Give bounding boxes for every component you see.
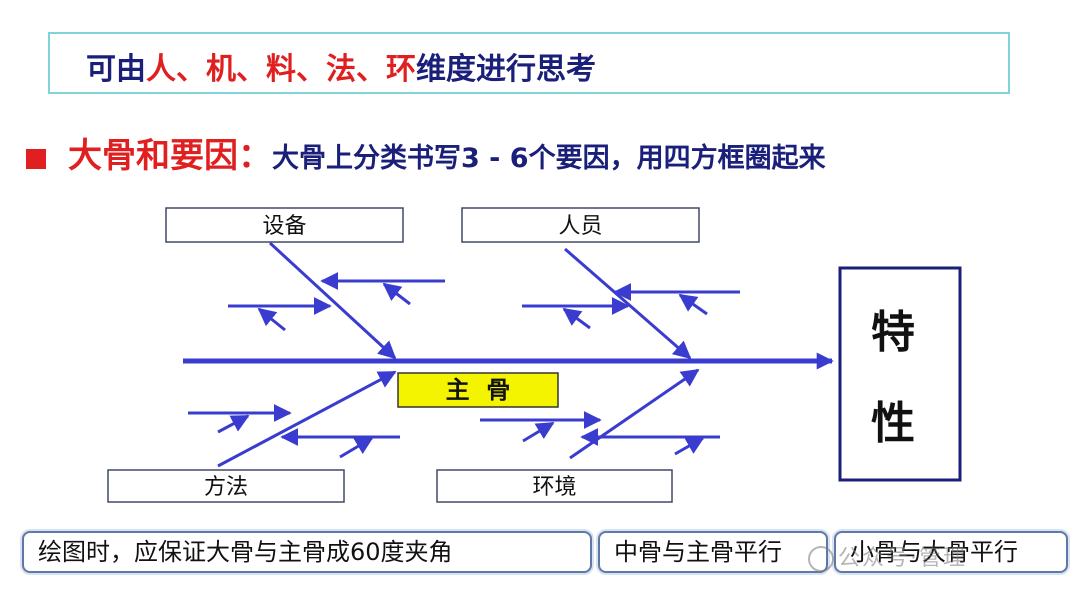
header-item-people: 人	[146, 52, 176, 87]
subtitle-label: 大骨和要因：	[68, 136, 272, 176]
small-bones	[217, 282, 708, 459]
note-text: 绘图时，应保证大骨与主骨成60度夹角	[38, 538, 453, 566]
header-sep: 、	[356, 52, 386, 87]
category-label-method: 方法	[204, 475, 248, 500]
main-bone-label: 主 骨	[446, 376, 511, 404]
small-bone	[339, 436, 374, 459]
note-angle-rule: 绘图时，应保证大骨与主骨成60度夹角	[22, 531, 592, 573]
header-item-environment: 环	[386, 52, 416, 87]
header-prefix: 可由	[86, 52, 146, 87]
header-item-method: 法	[326, 52, 356, 87]
watermark-text: 公众号·管理	[838, 546, 967, 571]
header-box: 可由人、机、料、法、环维度进行思考	[48, 32, 1010, 94]
category-box-environment	[436, 469, 673, 503]
bullet-square-icon	[26, 148, 46, 169]
category-box-personnel	[461, 207, 700, 243]
big-bone-bottom-left	[217, 370, 397, 468]
effect-label-line2: 性	[871, 398, 915, 449]
category-box-equipment	[165, 207, 404, 243]
small-bone	[678, 293, 708, 316]
small-bone	[674, 436, 705, 456]
middle-bones	[188, 272, 740, 446]
effect-label-line1: 特	[871, 307, 915, 358]
header-item-machine: 机	[206, 52, 236, 87]
watermark: 公众号·管理	[808, 540, 967, 572]
big-bones	[217, 241, 700, 468]
header-suffix: 维度进行思考	[416, 52, 596, 87]
small-bone	[257, 307, 286, 332]
header-text: 可由人、机、料、法、环维度进行思考	[86, 44, 596, 88]
small-bone	[522, 421, 555, 443]
subtitle: 大骨和要因：大骨上分类书写3 - 6个要因，用四方框圈起来	[26, 128, 826, 177]
header-sep: 、	[176, 52, 206, 87]
header-sep: 、	[296, 52, 326, 87]
category-label-equipment: 设备	[262, 214, 306, 239]
big-bone-top-left	[268, 241, 397, 360]
big-bone-bottom-right	[569, 368, 700, 460]
note-text: 小骨与大骨平行	[850, 538, 1018, 566]
header-item-material: 料	[266, 52, 296, 87]
small-bone	[217, 414, 250, 434]
note-small-bone-rule: 小骨与大骨平行	[834, 531, 1068, 573]
main-bone-label-box	[397, 372, 559, 408]
category-label-personnel: 人员	[558, 214, 602, 239]
big-bone-top-right	[564, 247, 692, 360]
note-middle-bone-rule: 中骨与主骨平行	[598, 531, 828, 573]
small-bone	[382, 282, 411, 306]
effect-box	[838, 266, 962, 482]
category-box-method	[107, 469, 345, 503]
wechat-logo-icon	[808, 546, 834, 572]
note-text: 中骨与主骨平行	[614, 538, 782, 566]
subtitle-text: 大骨上分类书写3 - 6个要因，用四方框圈起来	[272, 143, 826, 174]
small-bone	[562, 307, 591, 330]
header-sep: 、	[236, 52, 266, 87]
category-label-environment: 环境	[532, 475, 576, 500]
